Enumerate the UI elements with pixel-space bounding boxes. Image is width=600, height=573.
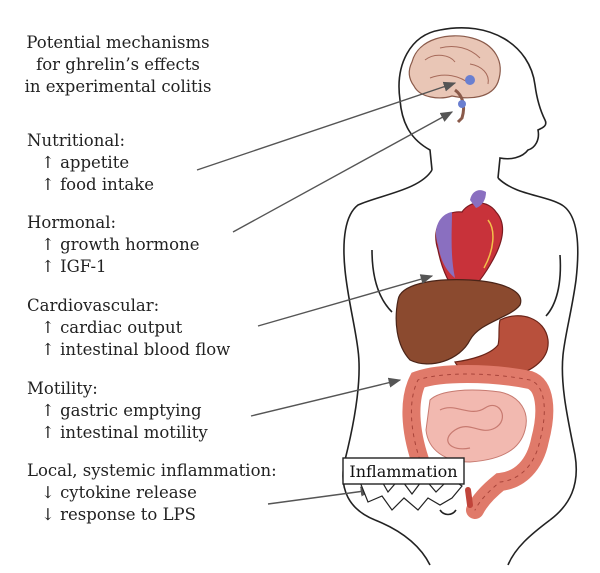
mechanism-item: ↑ intestinal motility: [41, 423, 208, 442]
mechanism-nutritional: Nutritional: ↑ appetite ↑ food intake: [27, 130, 154, 196]
arrow-hormonal: [232, 111, 454, 233]
colon: [402, 365, 554, 519]
brain: [408, 35, 501, 124]
liver: [395, 279, 522, 365]
mechanism-item: ↑ growth hormone: [41, 235, 200, 254]
mechanism-item: ↓ cytokine release: [41, 483, 197, 502]
mechanism-inflammation: Local, systemic inflammation: ↓ cytokine…: [27, 460, 277, 526]
body-outline: [342, 27, 579, 566]
heart: [435, 190, 504, 299]
mechanism-heading: Cardiovascular:: [27, 296, 160, 315]
title-line: for ghrelin’s effects: [36, 55, 200, 74]
mechanism-item: ↑ food intake: [41, 175, 154, 194]
mechanism-item: ↑ appetite: [41, 153, 130, 172]
mechanism-heading: Motility:: [27, 379, 98, 398]
diagram-title: Potential mechanisms for ghrelin’s effec…: [18, 32, 218, 98]
mechanism-motility: Motility: ↑ gastric emptying ↑ intestina…: [27, 378, 208, 444]
mechanism-item: ↑ cardiac output: [41, 318, 183, 337]
mechanism-item: ↑ gastric emptying: [41, 401, 202, 420]
mechanism-item: ↑ intestinal blood flow: [41, 340, 231, 359]
inflammation-burst: Inflammation: [342, 457, 465, 511]
mechanism-item: ↑ IGF-1: [41, 257, 107, 276]
title-line: in experimental colitis: [24, 77, 212, 96]
mechanism-item: ↓ response to LPS: [41, 505, 196, 524]
mechanism-heading: Hormonal:: [27, 213, 117, 232]
mechanism-heading: Local, systemic inflammation:: [27, 461, 277, 480]
small-intestine: [425, 389, 527, 463]
arrow-inflammation: [267, 486, 374, 505]
inflammation-label: Inflammation: [349, 462, 457, 481]
mechanism-hormonal: Hormonal: ↑ growth hormone ↑ IGF-1: [27, 212, 200, 278]
arrow-nutritional: [196, 81, 457, 171]
title-line: Potential mechanisms: [26, 33, 210, 52]
arrow-motility: [250, 377, 402, 417]
inflammation-label-box: [342, 457, 465, 485]
mechanism-cardiovascular: Cardiovascular: ↑ cardiac output ↑ intes…: [27, 295, 230, 361]
mechanism-heading: Nutritional:: [27, 131, 126, 150]
pointer-arrows: [196, 81, 457, 505]
arrow-cardiovascular: [257, 274, 434, 327]
